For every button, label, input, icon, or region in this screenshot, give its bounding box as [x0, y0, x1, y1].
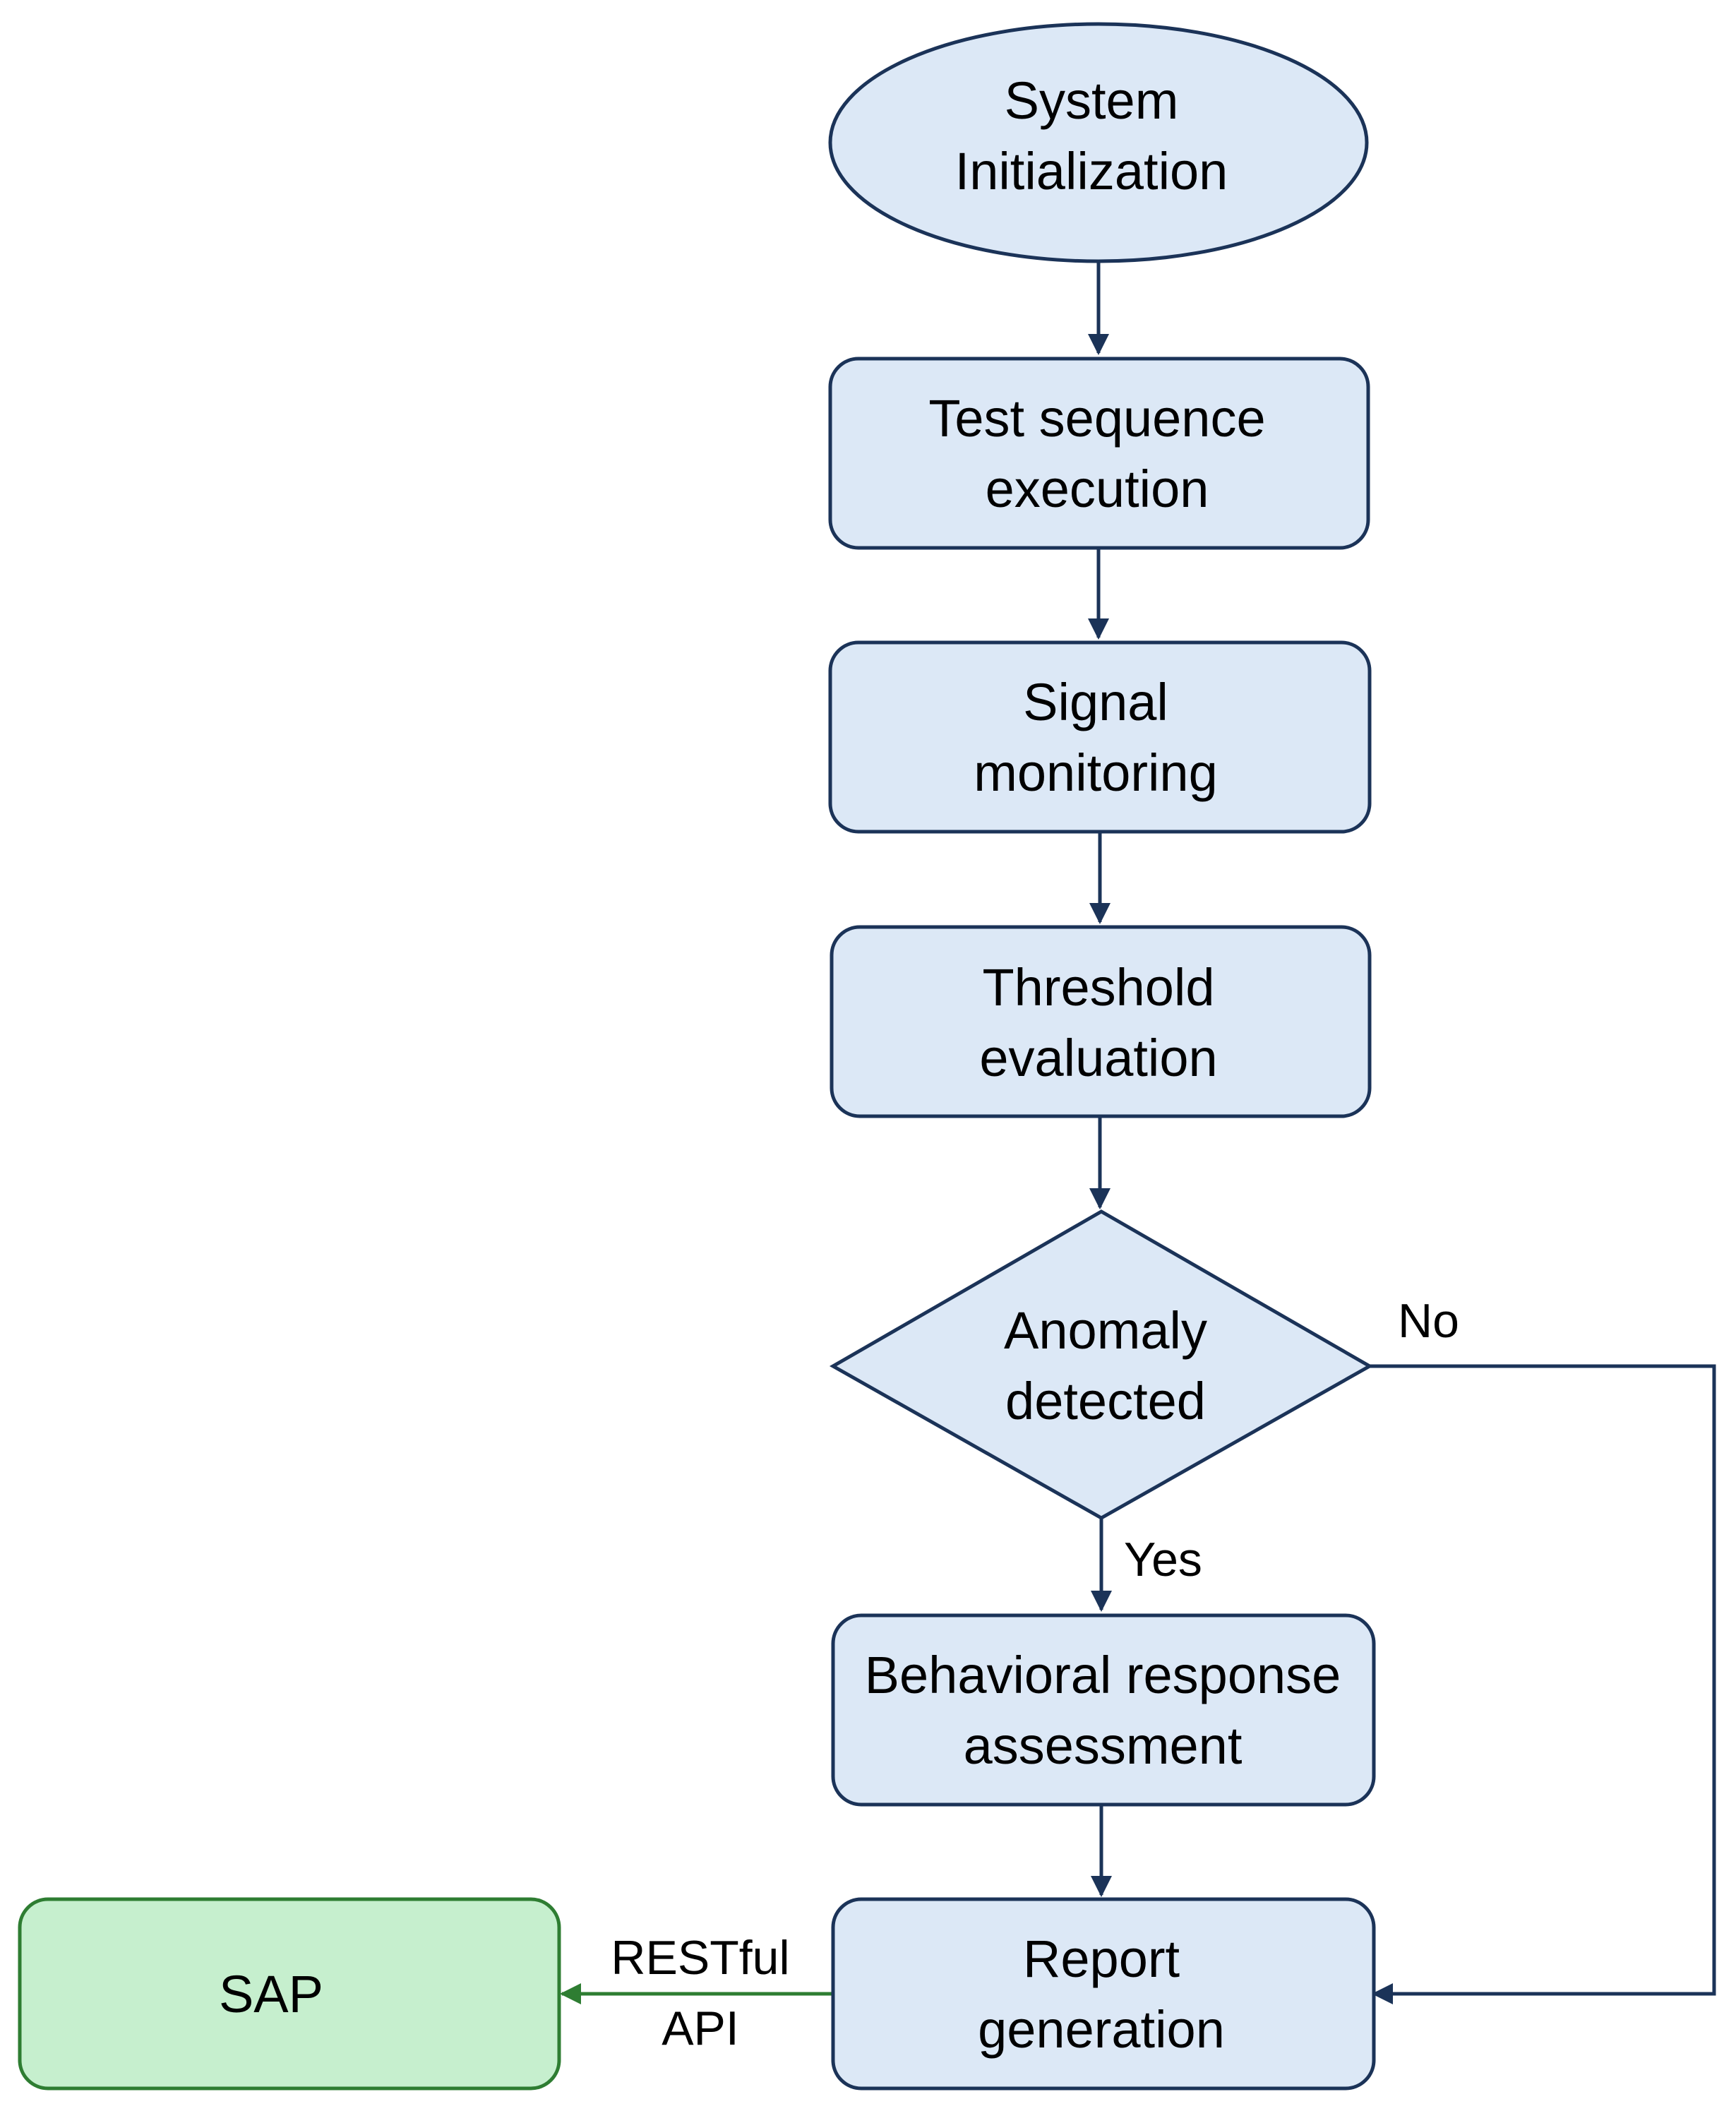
node-label-line2: generation [978, 2000, 1225, 2059]
node-label-line2: execution [986, 460, 1209, 518]
edge-label-api-line2: API [662, 2002, 739, 2055]
node-system-initialization: System Initialization [828, 22, 1369, 263]
node-label-line1: Test sequence [928, 389, 1265, 448]
node-signal-monitoring: Signal monitoring [828, 640, 1372, 834]
node-label-line1: Threshold [982, 958, 1214, 1017]
node-behavioral-response-assessment: Behavioral response assessment [831, 1613, 1376, 1807]
node-sap: SAP [18, 1897, 561, 2091]
node-label-line1: Signal [1023, 673, 1168, 731]
node-label: SAP [219, 1965, 323, 2023]
edge-anomaly-no-to-report [1370, 1364, 1716, 2004]
node-anomaly-detected: Anomaly detected [829, 1209, 1374, 1520]
node-test-sequence-execution: Test sequence execution [828, 357, 1370, 550]
node-report-generation: Report generation [831, 1897, 1376, 2091]
edges [560, 261, 1716, 2004]
node-label-line1: System [1005, 71, 1179, 130]
node-label-line1: Anomaly [1004, 1301, 1207, 1360]
node-label-line2: monitoring [974, 743, 1218, 802]
node-label-line1: Behavioral response [865, 1646, 1341, 1704]
node-label-line2: evaluation [979, 1029, 1217, 1087]
node-label-line2: assessment [964, 1716, 1243, 1775]
edge-label-api-line1: RESTful [611, 1931, 789, 1985]
node-label-line1: Report [1023, 1930, 1180, 1988]
node-label-line2: detected [1005, 1372, 1206, 1430]
edge-label-yes: Yes [1124, 1533, 1202, 1586]
edge-label-no: No [1398, 1294, 1459, 1348]
node-threshold-evaluation: Threshold evaluation [830, 925, 1372, 1118]
node-label-line2: Initialization [955, 142, 1228, 201]
